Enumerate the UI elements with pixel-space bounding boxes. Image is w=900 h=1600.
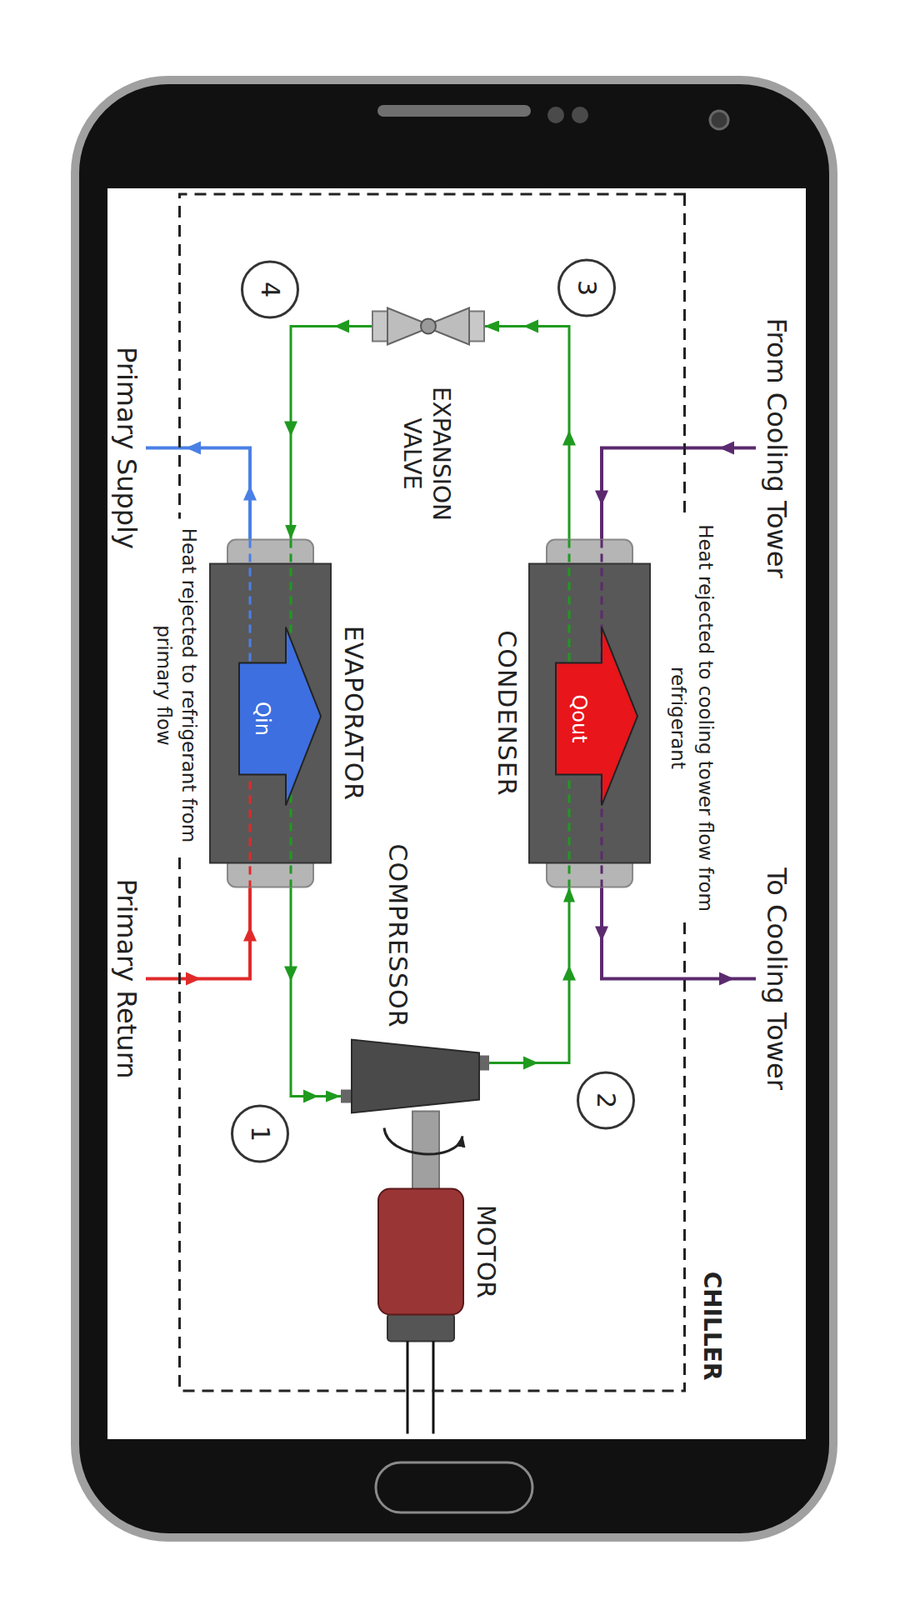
flow-arrow	[595, 926, 609, 942]
flow-arrow	[185, 972, 201, 986]
flow-arrows	[185, 320, 735, 1104]
phone-screen	[107, 188, 806, 1440]
refrigerant-line	[290, 326, 373, 540]
phone-sensor	[571, 106, 589, 124]
phone-camera	[710, 110, 729, 130]
valve-cone	[387, 308, 423, 345]
state-point-circle: 3	[557, 259, 616, 318]
rotation-arrow	[384, 1128, 463, 1155]
heat-flow-arrow	[239, 627, 321, 806]
flow-label: To Cooling Tower	[760, 864, 793, 1094]
condenser: CONDENSERQout	[528, 540, 651, 888]
motor-shape	[377, 1188, 465, 1316]
state-point-circle: 4	[240, 260, 300, 320]
flow-label: Primary Return	[110, 875, 143, 1082]
phone-sensor	[547, 106, 565, 124]
component-label: CHILLER	[697, 1271, 726, 1381]
callout-number: 2	[590, 1092, 621, 1109]
expansion-valve: EXPANSION VALVE	[372, 305, 485, 349]
diagram-stage: CHILLERCONDENSERQoutEVAPORATORQinCOMPRES…	[107, 188, 806, 1440]
flow-arrow	[185, 441, 201, 455]
component-label: Qin	[250, 663, 275, 775]
chiller-boundary: CHILLERCONDENSERQoutEVAPORATORQinCOMPRES…	[178, 193, 686, 1393]
refrigerant-line	[489, 887, 570, 1064]
flow-arrow	[243, 485, 257, 501]
refrigerant-lines	[290, 326, 570, 1097]
compressor: COMPRESSOR	[340, 1040, 490, 1114]
callout-number: 3	[571, 280, 602, 296]
component-label: EVAPORATOR	[338, 540, 369, 888]
state-point-circle: 2	[576, 1071, 635, 1130]
heat-flow-arrow	[555, 627, 638, 806]
valve-fitting	[469, 311, 485, 342]
component-label: COMPRESSOR	[382, 844, 413, 1029]
motor-shaft	[412, 1111, 440, 1190]
compressor-body	[351, 1040, 480, 1114]
callout-number: 4	[255, 281, 285, 298]
component-label: MOTOR	[470, 1188, 501, 1316]
motor-wire	[432, 1341, 435, 1435]
phone-body	[75, 80, 834, 1538]
refrigerant-line	[484, 326, 570, 540]
compressor-shape	[340, 1040, 490, 1114]
valve-cone	[434, 308, 470, 345]
suction-port	[340, 1090, 353, 1104]
shell-body	[529, 564, 650, 864]
shell-body	[210, 564, 331, 864]
evaporator: EVAPORATORQin	[209, 540, 332, 888]
valve-orifice	[420, 319, 436, 335]
phone-earpiece	[377, 105, 531, 117]
component-label: EXPANSION VALVE	[397, 358, 456, 550]
flow-arrow	[243, 926, 257, 942]
motor-end-cap	[387, 1314, 455, 1342]
flow-arrow	[719, 972, 735, 986]
flow-label: Heat rejected to cooling tower flow from…	[663, 514, 720, 923]
dashed-boundary	[180, 194, 685, 1391]
flow-arrow	[595, 490, 609, 506]
valve-shape	[372, 305, 485, 349]
motor-wire	[406, 1341, 410, 1435]
valve-fitting	[372, 311, 388, 342]
callout-number: 1	[245, 1125, 275, 1142]
phone-home-button	[375, 1462, 533, 1513]
flow-label: Primary Supply	[110, 343, 143, 553]
component-label: Qout	[566, 663, 591, 775]
state-point-circle: 1	[230, 1105, 290, 1164]
primary-return-line	[145, 887, 250, 980]
motor-body	[378, 1189, 464, 1315]
flow-arrow	[719, 441, 735, 455]
flow-label: Heat rejected to refrigerant from primar…	[150, 519, 201, 853]
motor: MOTOR	[377, 1188, 465, 1316]
component-label: CONDENSER	[491, 540, 522, 888]
refrigerant-line	[290, 887, 341, 1097]
flow-label: From Cooling Tower	[760, 314, 793, 581]
